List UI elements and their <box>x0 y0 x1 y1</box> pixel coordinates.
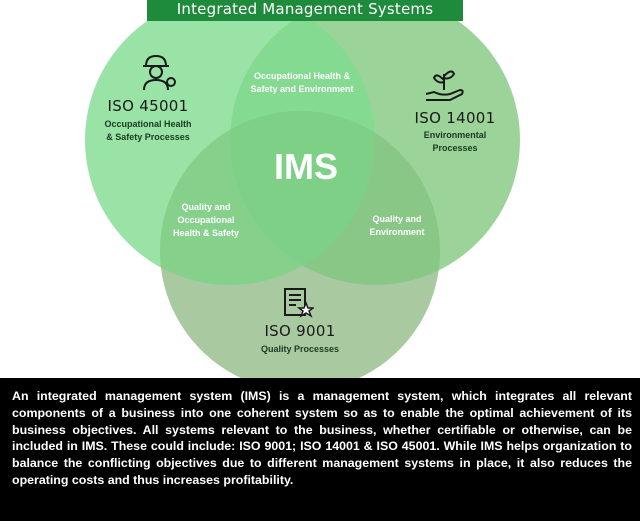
overlap-quality-health-line2: Occupational <box>177 215 235 225</box>
iso-14001-description: Environmental Processes <box>395 129 515 155</box>
circle-iso-9001-overlay <box>160 111 440 378</box>
iso-9001-label: ISO 9001 <box>264 322 336 340</box>
overlap-quality-environment: Quality and Environment <box>352 213 442 239</box>
iso-45001-label: ISO 45001 <box>107 97 189 115</box>
overlap-health-environment: Occupational Health & Safety and Environ… <box>232 70 372 96</box>
plant-hand-icon <box>425 70 464 101</box>
iso-14001-label: ISO 14001 <box>414 109 496 127</box>
overlap-quality-health-line1: Quality and <box>181 202 231 212</box>
diagram-title: Integrated Management Systems <box>176 0 434 18</box>
overlap-quality-health: Quality and Occupational Health & Safety <box>158 201 254 240</box>
iso-45001-description-line2: & Safety Processes <box>106 132 190 142</box>
overlap-health-environment-line1: Occupational Health & <box>253 71 351 81</box>
iso-14001-description-line1: Environmental <box>423 130 487 140</box>
iso-45001-description-line1: Occupational Health <box>104 119 192 129</box>
overlap-health-environment-line2: Safety and Environment <box>250 84 354 94</box>
title-bar: Integrated Management Systems <box>147 0 463 21</box>
description-panel: An integrated management system (IMS) is… <box>0 378 640 521</box>
ims-center-label: IMS <box>273 146 338 187</box>
venn-diagram <box>85 0 520 378</box>
iso-14001-description-line2: Processes <box>432 143 478 153</box>
worker-icon <box>143 54 176 91</box>
overlap-quality-health-line3: Health & Safety <box>172 228 240 238</box>
overlap-quality-environment-line2: Environment <box>369 227 425 237</box>
circle-iso-45001 <box>85 0 375 285</box>
overlap-quality-environment-line1: Quality and <box>372 214 422 224</box>
iso-45001-description: Occupational Health & Safety Processes <box>88 118 208 144</box>
iso-9001-description: Quality Processes <box>260 344 340 354</box>
document-icon <box>284 288 314 318</box>
description-text: An integrated management system (IMS) is… <box>12 389 632 487</box>
